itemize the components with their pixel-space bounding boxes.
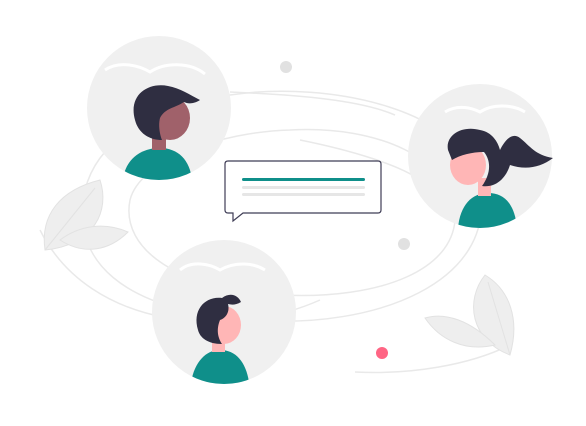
leaf-right-icon: [424, 274, 515, 356]
chat-line-secondary-1: [242, 186, 365, 189]
leaf-left-icon: [43, 179, 129, 251]
chat-line-primary: [242, 178, 365, 181]
hair: [196, 294, 241, 344]
chat-bubble-icon: [224, 160, 382, 223]
person-avatar-top-left: [87, 36, 231, 180]
decor-dot-mid: [398, 238, 410, 250]
chat-bubble-outline: [224, 160, 382, 223]
person-avatar-right: [408, 84, 553, 228]
shirt: [458, 193, 517, 228]
person-avatar-bottom: [152, 240, 296, 384]
hair-ponytail: [447, 128, 553, 187]
decor-dot-top: [280, 61, 292, 73]
cloud-shape: [179, 262, 266, 272]
shirt: [123, 148, 192, 180]
cloud-shape: [104, 63, 206, 76]
chat-line-secondary-2: [242, 193, 365, 196]
cloud-shape: [444, 104, 526, 114]
hair: [133, 85, 200, 140]
orbit-line-5: [354, 344, 511, 374]
orbit-line-4: [229, 91, 396, 116]
shirt: [190, 350, 250, 384]
decor-dot-accent: [376, 347, 388, 359]
